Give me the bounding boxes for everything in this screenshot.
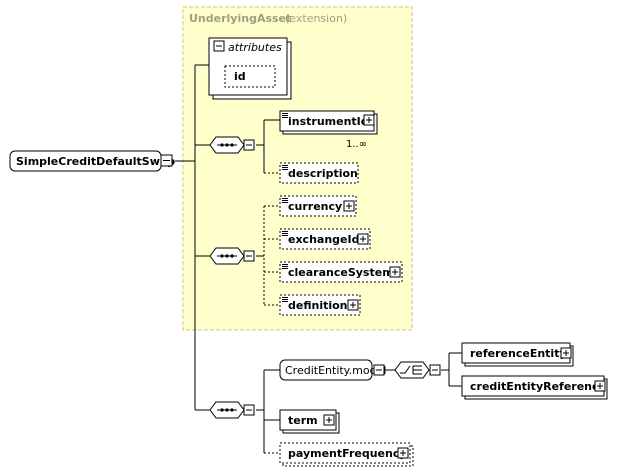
choice-compositor[interactable] bbox=[394, 361, 430, 379]
clearanceSystem-expand-icon[interactable] bbox=[389, 266, 401, 278]
group-ref-label: CreditEntity.model bbox=[285, 364, 386, 377]
attributes-collapse-toggle[interactable] bbox=[213, 40, 225, 52]
connector-lines bbox=[175, 64, 462, 454]
element-creditEntityReference-label: creditEntityReference bbox=[470, 380, 606, 393]
root-element-label: SimpleCreditDefaultSwap bbox=[16, 155, 175, 168]
sequence-compositor-1[interactable] bbox=[209, 136, 245, 154]
exchangeId-expand-icon[interactable] bbox=[357, 233, 369, 245]
root-collapse-toggle[interactable] bbox=[160, 154, 173, 167]
element-paymentFrequency[interactable]: paymentFrequency bbox=[279, 442, 414, 467]
element-description-label: description bbox=[288, 167, 358, 180]
sequence-1-collapse-toggle[interactable] bbox=[243, 139, 255, 151]
choice-collapse-toggle[interactable] bbox=[429, 364, 441, 376]
group-ref-CreditEntity-model[interactable]: CreditEntity.model bbox=[279, 359, 386, 381]
group-ref-collapse-toggle[interactable] bbox=[373, 364, 385, 376]
element-exchangeId-label: exchangeId bbox=[288, 233, 359, 246]
element-instrumentId-label: instrumentId bbox=[288, 115, 369, 128]
referenceEntity-expand-icon[interactable] bbox=[560, 347, 572, 359]
element-currency-label: currency bbox=[288, 200, 342, 213]
element-description[interactable]: description bbox=[279, 162, 359, 184]
extension-group-subtitle: (extension) bbox=[285, 12, 347, 25]
extension-group-title: UnderlyingAsset bbox=[189, 12, 291, 25]
element-referenceEntity[interactable]: referenceEntity bbox=[461, 342, 574, 367]
instrumentId-cardinality: 1..∞ bbox=[346, 139, 367, 150]
sequence-3-collapse-toggle[interactable] bbox=[243, 404, 255, 416]
root-element[interactable]: SimpleCreditDefaultSwap bbox=[9, 150, 175, 172]
element-creditEntityReference[interactable]: creditEntityReference bbox=[461, 375, 608, 400]
element-paymentFrequency-label: paymentFrequency bbox=[288, 447, 407, 460]
instrumentId-expand-icon[interactable] bbox=[363, 114, 375, 126]
element-term-label: term bbox=[288, 414, 318, 427]
element-clearanceSystem-label: clearanceSystem bbox=[288, 266, 394, 279]
element-referenceEntity-label: referenceEntity bbox=[470, 347, 567, 360]
currency-expand-icon[interactable] bbox=[343, 200, 355, 212]
attributes-title: attributes bbox=[228, 41, 282, 54]
element-instrumentId[interactable]: instrumentId bbox=[279, 110, 378, 135]
sequence-compositor-2[interactable] bbox=[209, 247, 245, 265]
element-clearanceSystem[interactable]: clearanceSystem bbox=[279, 261, 403, 283]
definition-expand-icon[interactable] bbox=[347, 299, 359, 311]
element-currency[interactable]: currency bbox=[279, 195, 357, 217]
attribute-id-label: id bbox=[234, 70, 246, 83]
element-exchangeId[interactable]: exchangeId bbox=[279, 228, 371, 250]
element-definition[interactable]: definition bbox=[279, 294, 361, 316]
creditEntityReference-expand-icon[interactable] bbox=[594, 380, 606, 392]
sequence-compositor-3[interactable] bbox=[209, 401, 245, 419]
element-term[interactable]: term bbox=[279, 409, 340, 434]
sequence-2-collapse-toggle[interactable] bbox=[243, 250, 255, 262]
attribute-id[interactable]: id bbox=[224, 65, 276, 88]
paymentFrequency-expand-icon[interactable] bbox=[397, 447, 409, 459]
element-definition-label: definition bbox=[288, 299, 348, 312]
term-expand-icon[interactable] bbox=[323, 414, 335, 426]
